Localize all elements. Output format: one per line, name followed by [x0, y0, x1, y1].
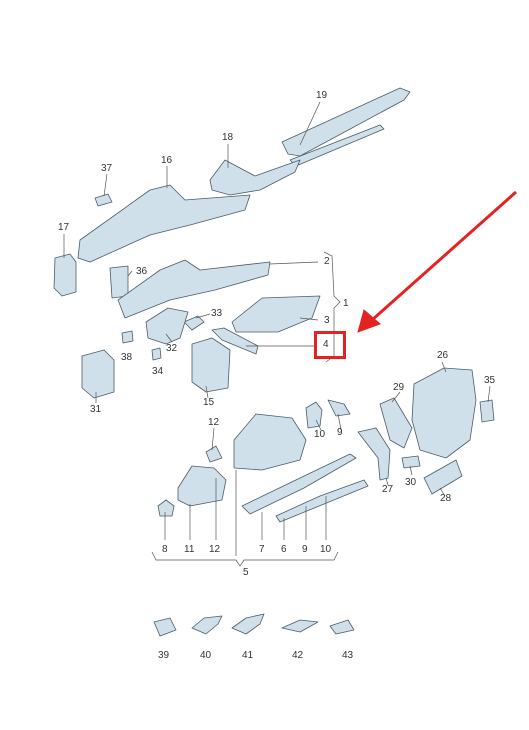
part-12-bracket[interactable]: [205, 445, 223, 463]
part-36-plate[interactable]: [109, 265, 129, 299]
red-arrow: [357, 190, 517, 333]
part-32-wheelhouse[interactable]: [145, 307, 189, 345]
label-36[interactable]: 36: [136, 266, 148, 277]
label-29[interactable]: 29: [393, 382, 405, 393]
part-37-bracket[interactable]: [94, 193, 113, 207]
label-4[interactable]: 4: [323, 339, 329, 350]
part-18-rail[interactable]: [209, 159, 301, 196]
label-35[interactable]: 35: [484, 375, 496, 386]
label-7[interactable]: 7: [259, 544, 265, 555]
part-7-rear-rail[interactable]: [241, 453, 357, 515]
part-30-clip[interactable]: [401, 455, 421, 469]
label-37[interactable]: 37: [101, 163, 113, 174]
label-16[interactable]: 16: [161, 155, 173, 166]
part-38-clip[interactable]: [121, 330, 134, 344]
part-31-box[interactable]: [81, 349, 115, 399]
part-2-member[interactable]: [117, 259, 271, 319]
part-28-plate[interactable]: [423, 459, 463, 495]
label-15[interactable]: 15: [203, 397, 215, 408]
part-29-panel[interactable]: [379, 397, 413, 449]
label-42[interactable]: 42: [292, 650, 304, 661]
label-31[interactable]: 31: [90, 404, 102, 415]
part-9-bracket-upper[interactable]: [327, 399, 351, 417]
part-35-bracket[interactable]: [479, 399, 495, 423]
label-8[interactable]: 8: [162, 544, 168, 555]
part-3-floor-pan[interactable]: [231, 295, 321, 333]
part-33-bracket[interactable]: [183, 315, 205, 331]
part-16-longitudinal[interactable]: [77, 184, 251, 263]
label-2[interactable]: 2: [324, 256, 330, 267]
label-19[interactable]: 19: [316, 90, 328, 101]
label-34[interactable]: 34: [152, 366, 164, 377]
label-1[interactable]: 1: [343, 298, 349, 309]
label-12-top[interactable]: 12: [208, 417, 220, 428]
label-39[interactable]: 39: [158, 650, 170, 661]
part-15-reinforcement[interactable]: [191, 337, 231, 393]
label-3[interactable]: 3: [324, 315, 330, 326]
label-38[interactable]: 38: [121, 352, 133, 363]
label-32[interactable]: 32: [166, 343, 178, 354]
part-34-clip[interactable]: [151, 347, 162, 361]
label-17[interactable]: 17: [58, 222, 70, 233]
part-40-bolt[interactable]: [191, 615, 223, 635]
label-18[interactable]: 18: [222, 132, 234, 143]
label-12-bottom[interactable]: 12: [209, 544, 221, 555]
part-19-side-sill[interactable]: [281, 87, 411, 157]
part-42-stud[interactable]: [281, 619, 319, 633]
label-28[interactable]: 28: [440, 493, 452, 504]
label-10-top[interactable]: 10: [314, 429, 326, 440]
part-6-rail-lower[interactable]: [275, 479, 369, 523]
label-9-bottom[interactable]: 9: [302, 544, 308, 555]
part-4-crossmember[interactable]: [211, 327, 259, 355]
part-27-arch[interactable]: [357, 427, 391, 481]
label-9-top[interactable]: 9: [337, 427, 343, 438]
label-33[interactable]: 33: [211, 308, 223, 319]
label-5[interactable]: 5: [243, 567, 249, 578]
label-26[interactable]: 26: [437, 350, 449, 361]
label-43[interactable]: 43: [342, 650, 354, 661]
label-10-bottom[interactable]: 10: [320, 544, 332, 555]
label-11[interactable]: 11: [184, 544, 195, 555]
part-11-panel[interactable]: [177, 465, 227, 507]
part-41-bolt[interactable]: [231, 613, 265, 635]
label-41[interactable]: 41: [242, 650, 254, 661]
label-27[interactable]: 27: [382, 484, 394, 495]
part-39-screw[interactable]: [153, 617, 177, 637]
label-30[interactable]: 30: [405, 477, 417, 488]
part-10-bracket-upper[interactable]: [305, 401, 323, 429]
part-5-rear-wheelhouse[interactable]: [233, 413, 307, 471]
part-8-plate[interactable]: [157, 499, 175, 517]
part-26-side-panel[interactable]: [411, 367, 477, 459]
label-40[interactable]: 40: [200, 650, 212, 661]
label-6[interactable]: 6: [281, 544, 287, 555]
part-17-panel[interactable]: [53, 253, 77, 297]
highlight-box-part-4: [314, 331, 346, 359]
part-43-nut[interactable]: [329, 619, 355, 635]
